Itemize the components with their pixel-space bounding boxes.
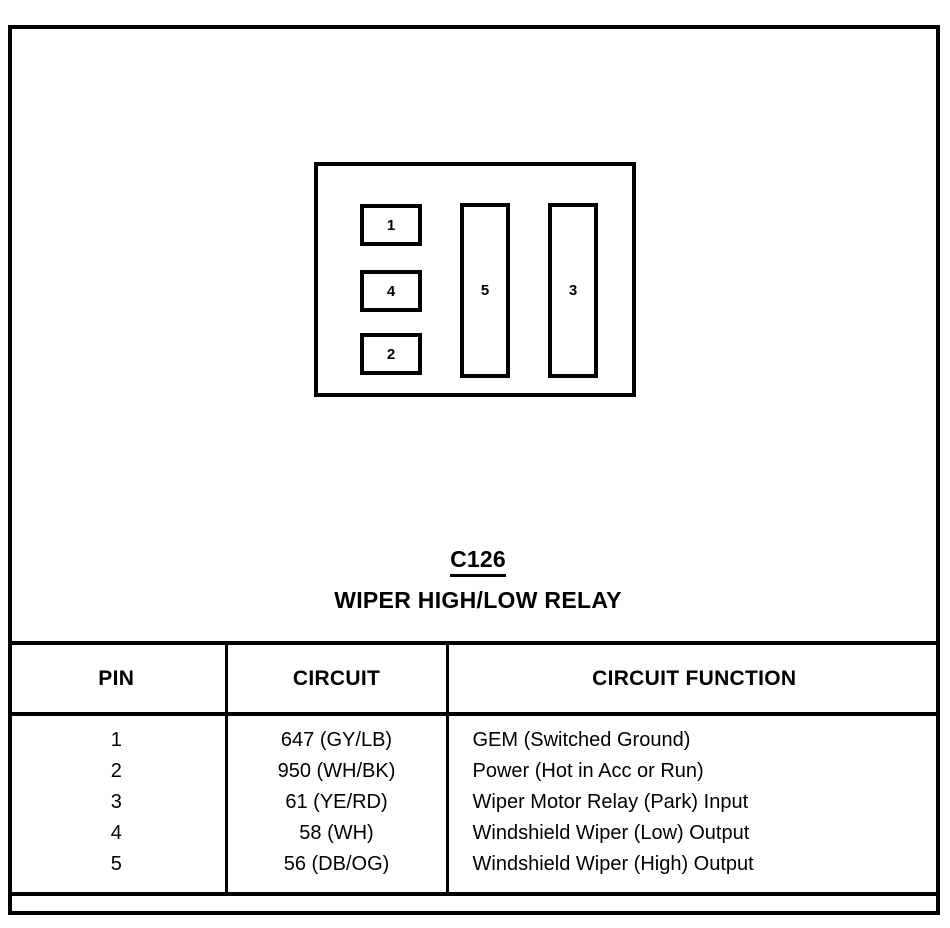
terminal-cavity-3: 3 — [548, 203, 598, 378]
table-row: 4 58 (WH) Windshield Wiper (Low) Output — [8, 818, 940, 849]
connector-id: C126 — [450, 547, 506, 578]
cell-circuit: 56 (DB/OG) — [226, 849, 449, 892]
terminal-label-1: 1 — [386, 216, 396, 234]
cell-circuit-function: Power (Hot in Acc or Run) — [472, 760, 704, 782]
cell-circuit-function: Wiper Motor Relay (Park) Input — [472, 791, 749, 813]
terminal-cavity-1: 1 — [360, 204, 422, 246]
cell-circuit-function: Windshield Wiper (High) Output — [472, 853, 754, 875]
column-header-circuit: CIRCUIT — [226, 645, 449, 716]
terminal-cavity-5: 5 — [460, 203, 510, 378]
cell-circuit: 61 (YE/RD) — [226, 787, 449, 818]
table-row: 1 647 (GY/LB) GEM (Switched Ground) — [8, 714, 940, 756]
cell-circuit: 647 (GY/LB) — [226, 714, 449, 756]
cell-circuit-function: Windshield Wiper (Low) Output — [472, 822, 750, 844]
pin-table-body: 1 647 (GY/LB) GEM (Switched Ground) 2 95… — [8, 714, 940, 892]
cell-circuit: 950 (WH/BK) — [226, 756, 449, 787]
terminal-label-3: 3 — [568, 282, 578, 299]
cell-pin: 2 — [8, 756, 228, 787]
table-row: 3 61 (YE/RD) Wiper Motor Relay (Park) In… — [8, 787, 940, 818]
terminal-label-2: 2 — [386, 345, 396, 363]
terminal-cavity-2: 2 — [360, 333, 422, 375]
terminal-label-5: 5 — [480, 282, 490, 299]
terminal-label-4: 4 — [386, 282, 396, 300]
column-header-pin: PIN — [8, 645, 228, 716]
pin-table-grid: PIN CIRCUIT CIRCUIT FUNCTION 1 647 (GY/L… — [8, 645, 940, 892]
cell-circuit: 58 (WH) — [226, 818, 449, 849]
terminal-cavity-4: 4 — [360, 270, 422, 312]
cell-pin: 5 — [8, 849, 228, 892]
cell-pin: 1 — [8, 714, 228, 756]
table-header-row: PIN CIRCUIT CIRCUIT FUNCTION — [8, 645, 940, 716]
column-header-circuit-function: CIRCUIT FUNCTION — [447, 645, 940, 716]
connector-illustration: 1 4 2 5 3 — [12, 29, 944, 634]
diagram-outer-frame: 1 4 2 5 3 C126 WIPER HIGH/LOW RELAY — [8, 25, 940, 915]
connector-body-outline: 1 4 2 5 3 — [314, 162, 636, 397]
cell-circuit-function: GEM (Switched Ground) — [472, 729, 691, 751]
cell-pin: 3 — [8, 787, 228, 818]
pin-table: PIN CIRCUIT CIRCUIT FUNCTION 1 647 (GY/L… — [8, 641, 940, 896]
cell-pin: 4 — [8, 818, 228, 849]
connector-name: WIPER HIGH/LOW RELAY — [334, 587, 622, 614]
connector-title-block: C126 WIPER HIGH/LOW RELAY — [12, 547, 944, 612]
table-row: 2 950 (WH/BK) Power (Hot in Acc or Run) — [8, 756, 940, 787]
table-row: 5 56 (DB/OG) Windshield Wiper (High) Out… — [8, 849, 940, 892]
pin-table-header: PIN CIRCUIT CIRCUIT FUNCTION — [8, 645, 940, 716]
